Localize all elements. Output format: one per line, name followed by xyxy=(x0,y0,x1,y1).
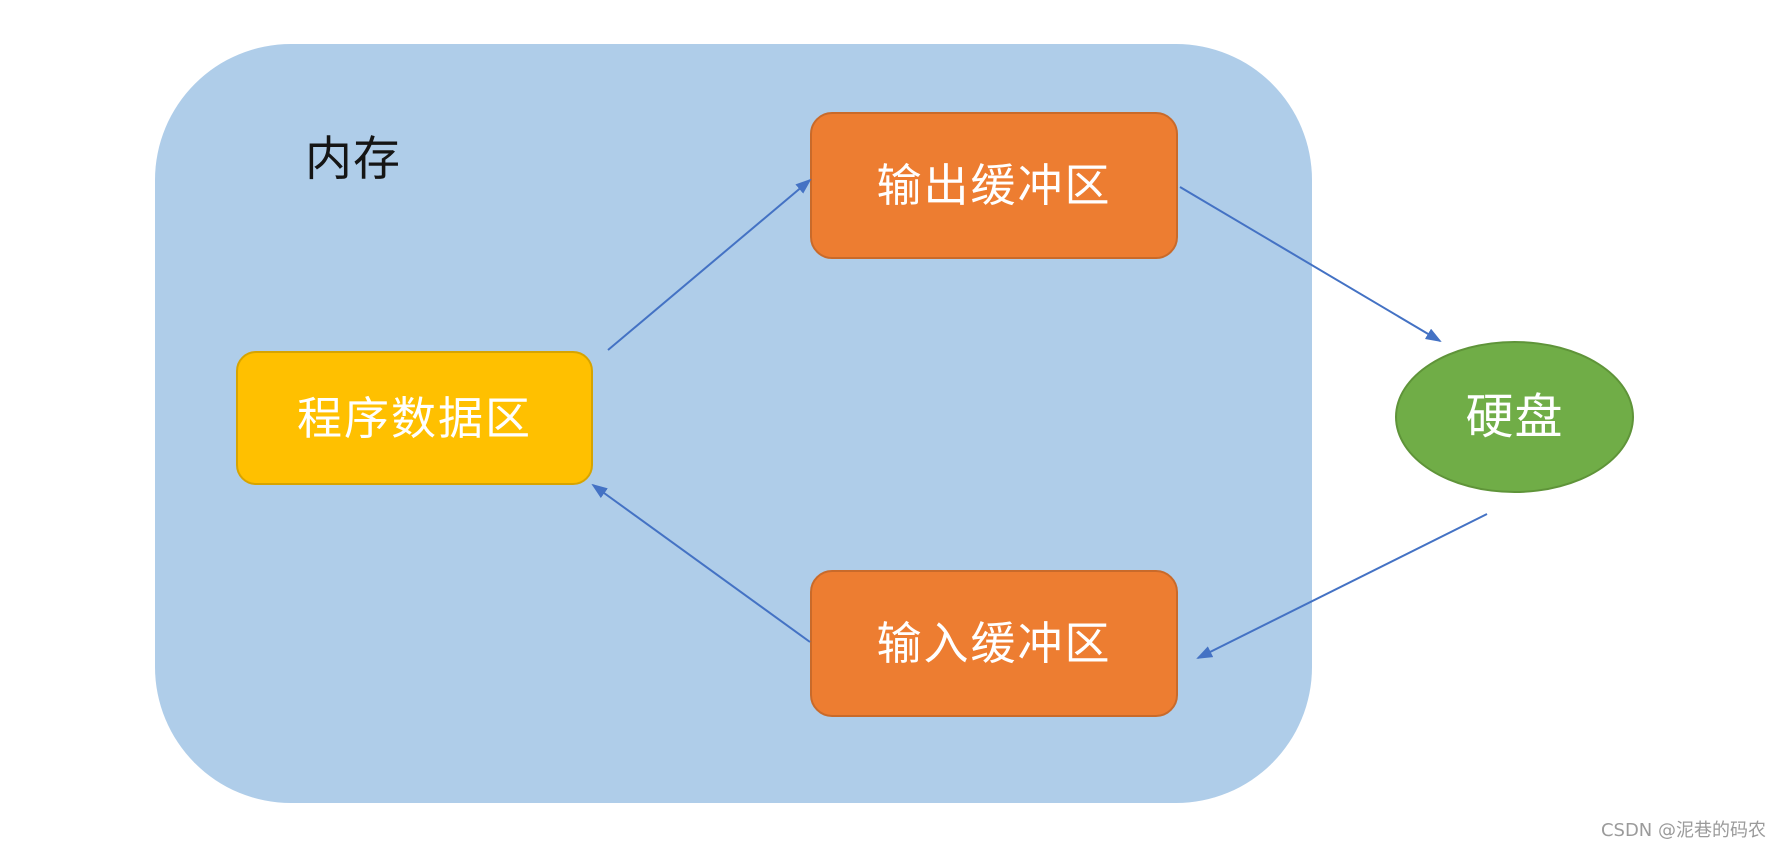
output-buffer-box: 输出缓冲区 xyxy=(810,112,1178,259)
memory-label: 内存 xyxy=(305,132,401,187)
disk-node: 硬盘 xyxy=(1395,341,1634,493)
input-buffer-box: 输入缓冲区 xyxy=(810,570,1178,717)
disk-label: 硬盘 xyxy=(1465,389,1564,445)
program-data-area-box: 程序数据区 xyxy=(236,351,593,485)
program-data-area-label: 程序数据区 xyxy=(296,391,532,445)
output-buffer-label: 输出缓冲区 xyxy=(876,159,1112,212)
watermark: CSDN @泥巷的码农 xyxy=(1600,820,1766,841)
input-buffer-label: 输入缓冲区 xyxy=(876,617,1112,670)
